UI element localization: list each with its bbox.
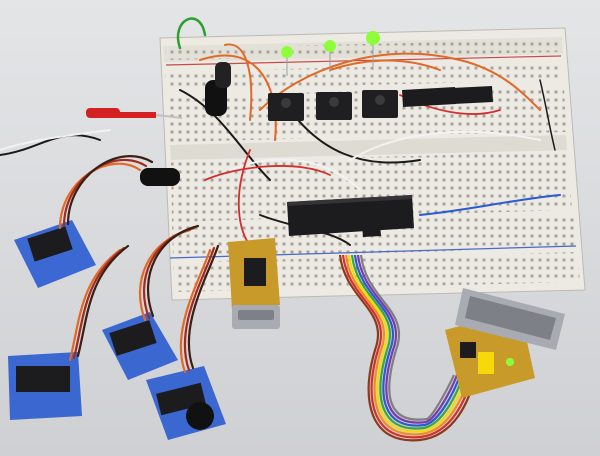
servo-1 xyxy=(14,220,96,288)
servo-3 xyxy=(102,312,178,380)
rainbow-ribbon-cable xyxy=(338,254,477,442)
servo-motors xyxy=(8,220,226,440)
microcontroller-chip xyxy=(287,195,414,236)
servo-cables xyxy=(58,155,220,374)
servo-2 xyxy=(8,352,82,420)
small-ic xyxy=(362,86,493,237)
green-leds xyxy=(281,31,380,76)
capacitors xyxy=(140,62,231,186)
voltage-regulators xyxy=(268,90,398,121)
db9-adapter-board xyxy=(228,238,280,329)
servo-4 xyxy=(146,366,226,440)
db25-adapter-board xyxy=(445,288,565,398)
test-clip xyxy=(86,108,183,119)
